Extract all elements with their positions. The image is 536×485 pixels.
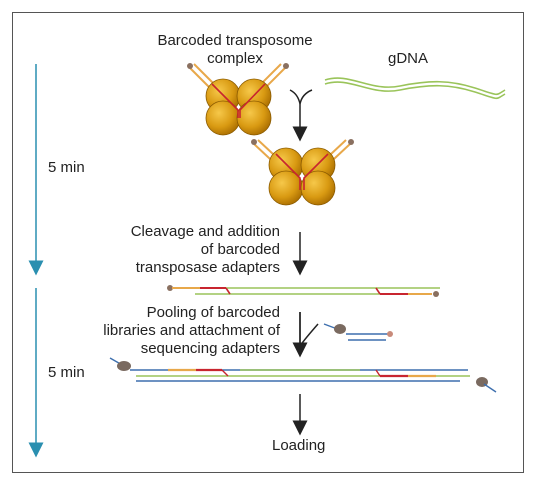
pooling-label-line2: libraries and attachment of [103, 322, 280, 339]
pooling-label-line3: sequencing adapters [140, 340, 280, 357]
diagram-frame [12, 12, 524, 473]
loading-label: Loading [272, 437, 326, 454]
transposome-complex-top [187, 63, 289, 136]
gdna-strand [324, 77, 506, 100]
gdna-label: gDNA [388, 50, 429, 67]
time-label-top: 5 min [48, 159, 85, 176]
complex-label-line2: complex [207, 50, 263, 67]
pooling-bracket [299, 312, 319, 349]
pooling-label-line1: Pooling of barcoded [146, 304, 280, 321]
sequencing-adapter-free [323, 323, 393, 341]
final-library [109, 357, 497, 393]
cleavage-label-line3: transposase adapters [135, 259, 280, 276]
cleavage-label: Cleavage and addition of barcoded transp… [90, 223, 280, 277]
complex-label: Barcoded transposome complex [140, 32, 330, 68]
cleavage-label-line1: Cleavage and addition [130, 223, 280, 240]
tagmented-fragment [167, 285, 440, 297]
transposome-on-dna [175, 139, 430, 206]
merge-bracket [289, 89, 313, 105]
time-label-bottom: 5 min [48, 364, 85, 381]
cleavage-label-line2: of barcoded [200, 241, 280, 258]
pooling-label: Pooling of barcoded libraries and attach… [70, 304, 280, 358]
complex-label-line1: Barcoded transposome [157, 32, 313, 49]
